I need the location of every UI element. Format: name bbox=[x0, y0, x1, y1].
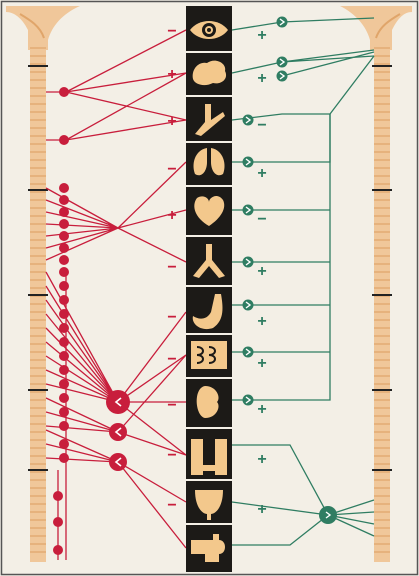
parasympathetic-ganglion bbox=[243, 157, 254, 168]
parasympathetic-ganglion bbox=[277, 17, 288, 28]
sympathetic-chain-node bbox=[59, 337, 69, 347]
sympathetic-ganglion bbox=[109, 423, 127, 441]
sympathetic-ganglion bbox=[109, 453, 127, 471]
parasympathetic-ganglion bbox=[243, 347, 254, 358]
eye-sympathetic-sign: − bbox=[167, 23, 176, 40]
right-spinal-cord bbox=[374, 40, 390, 562]
intestine-icon bbox=[191, 341, 227, 369]
parasympathetic-pathways bbox=[232, 18, 374, 545]
sympathetic-chain-node bbox=[53, 491, 63, 501]
bladder-parasympathetic-sign: + bbox=[257, 501, 266, 518]
lungs-parasympathetic-sign: + bbox=[257, 165, 266, 182]
sympathetic-chain-node bbox=[59, 379, 69, 389]
parasympathetic-ganglion bbox=[243, 115, 254, 126]
left-spinal-cord bbox=[30, 40, 46, 562]
colon-parasympathetic-sign: + bbox=[257, 451, 266, 468]
kidney-sympathetic-sign: − bbox=[167, 397, 176, 414]
parasympathetic-ganglion bbox=[243, 205, 254, 216]
sympathetic-chain-node bbox=[59, 351, 69, 361]
heart-parasympathetic-sign: − bbox=[257, 211, 266, 228]
airways-sympathetic-sign: − bbox=[167, 259, 176, 276]
parasympathetic-ganglion bbox=[243, 300, 254, 311]
parasympathetic-ganglion bbox=[319, 506, 337, 524]
sympathetic-chain-node bbox=[59, 309, 69, 319]
sympathetic-pathways bbox=[46, 30, 186, 560]
sympathetic-ganglia bbox=[53, 87, 130, 555]
sympathetic-chain-node bbox=[53, 545, 63, 555]
eye-parasympathetic-sign: + bbox=[257, 27, 266, 44]
sympathetic-chain-node bbox=[59, 207, 69, 217]
stomach-parasympathetic-sign: + bbox=[257, 313, 266, 330]
glands-sympathetic-sign: + bbox=[167, 66, 176, 83]
sympathetic-ganglion bbox=[106, 390, 130, 414]
colon-sympathetic-sign: − bbox=[167, 447, 176, 464]
sympathetic-chain-node bbox=[59, 267, 69, 277]
sympathetic-chain-node bbox=[59, 135, 69, 145]
sympathetic-chain-node bbox=[59, 323, 69, 333]
sympathetic-chain-node bbox=[59, 231, 69, 241]
parasympathetic-ganglion bbox=[243, 395, 254, 406]
sympathetic-chain-node bbox=[59, 183, 69, 193]
sympathetic-chain-node bbox=[59, 407, 69, 417]
organ-panel bbox=[186, 6, 232, 572]
heart-sympathetic-sign: + bbox=[167, 207, 176, 224]
left-spinal-column bbox=[6, 6, 80, 562]
sympathetic-chain-node bbox=[59, 439, 69, 449]
sympathetic-chain-node bbox=[59, 219, 69, 229]
bronchi-parasympathetic-sign: − bbox=[257, 117, 266, 134]
sympathetic-chain-node bbox=[59, 87, 69, 97]
sympathetic-chain-node bbox=[59, 255, 69, 265]
airways-parasympathetic-sign: + bbox=[257, 263, 266, 280]
kidney-parasympathetic-sign: + bbox=[257, 401, 266, 418]
sympathetic-chain-node bbox=[59, 393, 69, 403]
sympathetic-chain-node bbox=[59, 243, 69, 253]
parasympathetic-ganglion bbox=[243, 257, 254, 268]
intestine-sympathetic-sign: − bbox=[167, 351, 176, 368]
bronchi-sympathetic-sign: + bbox=[167, 113, 176, 130]
sympathetic-chain-node bbox=[59, 421, 69, 431]
glands-parasympathetic-sign: + bbox=[257, 70, 266, 87]
sympathetic-chain-node bbox=[59, 453, 69, 463]
intestine-parasympathetic-sign: + bbox=[257, 355, 266, 372]
sympathetic-chain-node bbox=[59, 281, 69, 291]
kidney-icon bbox=[197, 386, 219, 418]
bladder-sympathetic-sign: − bbox=[167, 497, 176, 514]
parasympathetic-ganglion bbox=[277, 71, 288, 82]
sympathetic-chain-node bbox=[59, 195, 69, 205]
sympathetic-chain-node bbox=[53, 517, 63, 527]
lungs-sympathetic-sign: − bbox=[167, 161, 176, 178]
right-spinal-column bbox=[340, 6, 412, 562]
parasympathetic-ganglion bbox=[277, 57, 288, 68]
stomach-sympathetic-sign: − bbox=[167, 309, 176, 326]
sympathetic-chain-node bbox=[59, 295, 69, 305]
sympathetic-chain-node bbox=[59, 365, 69, 375]
